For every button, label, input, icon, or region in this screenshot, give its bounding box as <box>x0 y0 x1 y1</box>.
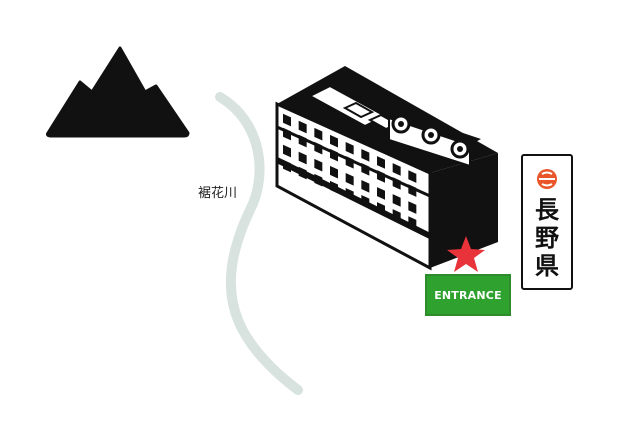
window <box>330 134 338 148</box>
window <box>314 158 323 172</box>
window <box>283 159 291 173</box>
window <box>298 120 307 134</box>
window <box>361 195 370 208</box>
roof-fan-icon <box>391 114 411 134</box>
window <box>377 187 385 200</box>
window <box>408 201 417 214</box>
window <box>283 144 291 158</box>
window <box>377 156 385 169</box>
window <box>361 163 370 176</box>
entrance-button[interactable]: ENTRANCE <box>425 274 511 316</box>
window <box>314 141 323 155</box>
roof-fan-icon <box>450 139 470 159</box>
window <box>408 216 417 229</box>
window <box>298 166 307 180</box>
river-path <box>215 92 303 395</box>
window <box>392 163 401 176</box>
window <box>408 170 417 183</box>
prefecture-name: 長野県 <box>535 196 559 280</box>
roof-fan-icon <box>421 125 441 145</box>
window <box>392 194 401 207</box>
building-icon <box>275 66 498 271</box>
window <box>330 148 338 162</box>
window <box>330 180 338 194</box>
window <box>408 184 417 197</box>
river-label: 裾花川 <box>198 186 238 201</box>
mountain-icon <box>46 46 190 138</box>
window <box>314 173 323 187</box>
window <box>345 187 354 201</box>
window <box>392 177 401 190</box>
window <box>392 209 401 222</box>
window <box>298 151 307 165</box>
window <box>345 155 354 169</box>
window <box>361 149 370 162</box>
prefecture-sign: 長野県 <box>521 154 573 290</box>
prefecture-emblem-icon <box>537 169 557 189</box>
window <box>283 127 291 141</box>
window <box>361 180 370 193</box>
window <box>330 165 338 179</box>
window <box>377 170 385 183</box>
window <box>298 134 307 148</box>
window <box>314 127 323 141</box>
window <box>283 113 291 127</box>
window <box>345 172 354 186</box>
window <box>345 141 354 155</box>
star-marker-icon <box>447 236 485 272</box>
building-windows <box>283 113 417 229</box>
window <box>377 202 385 215</box>
